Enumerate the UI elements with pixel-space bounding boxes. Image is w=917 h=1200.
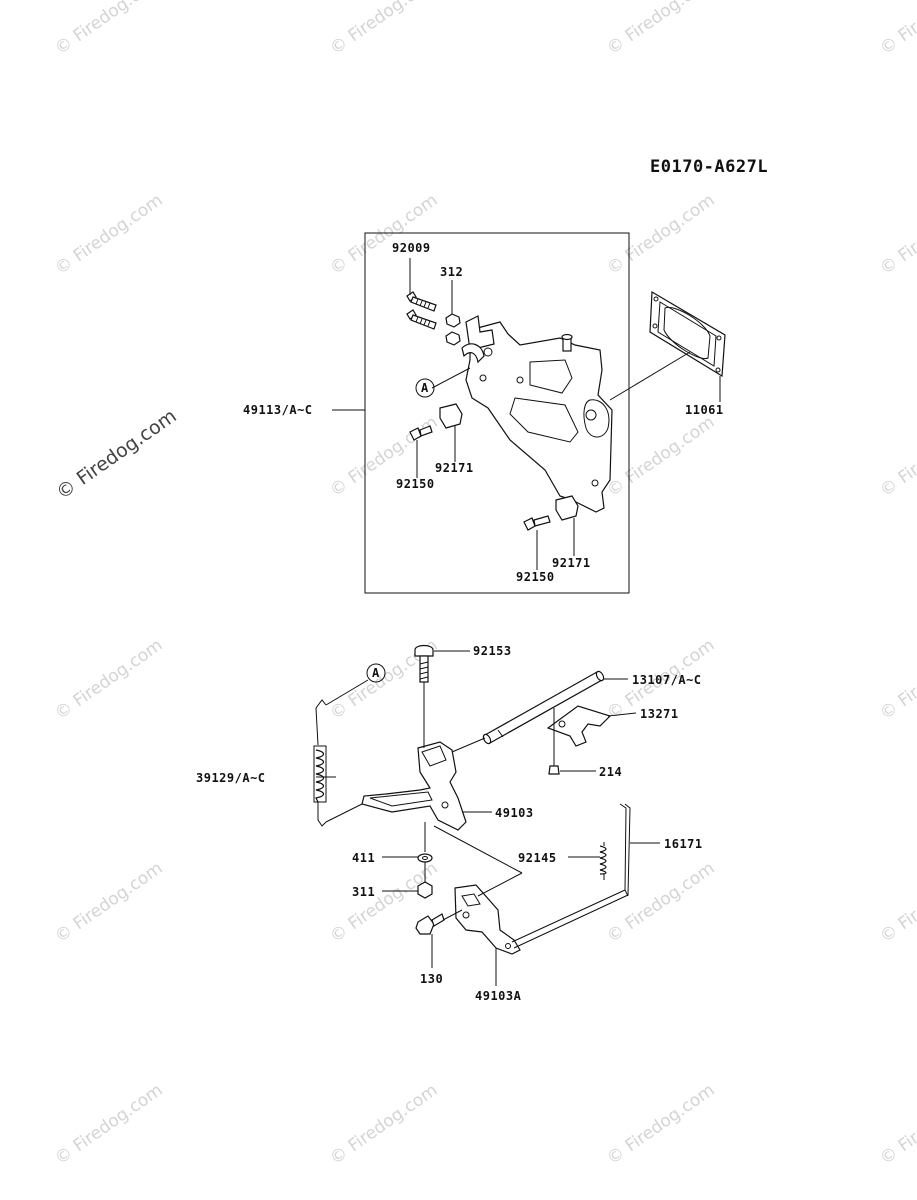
- plate-stud-top: [561, 333, 573, 341]
- watermark: © Firedog.com: [876, 1080, 917, 1169]
- bolt-92150: [523, 515, 551, 531]
- watermark: © Firedog.com: [51, 858, 166, 947]
- plate-hole: [558, 720, 566, 728]
- watermark: © Firedog.com: [876, 635, 917, 724]
- watermark: © Firedog.com: [603, 1080, 718, 1169]
- watermark: © Firedog.com: [603, 190, 718, 279]
- part-label-11061: 11061: [685, 403, 724, 417]
- lever-49103: [361, 741, 467, 831]
- spring-92145: [599, 842, 607, 880]
- plate-hole: [483, 347, 493, 357]
- part-label-92171: 92171: [552, 556, 591, 570]
- leader-line: [477, 872, 523, 897]
- washer-411-hole: [422, 856, 428, 860]
- bolt-130: [415, 913, 445, 935]
- lower-assembly: A 92153 13107/A~C 13271 214 39129/A~C 49…: [196, 644, 703, 1003]
- watermark: © Firedog.com: [51, 1080, 166, 1169]
- part-label-130: 130: [420, 972, 443, 986]
- washer-411: [417, 853, 433, 863]
- rod-16171-end: [624, 889, 629, 897]
- leader-line: [442, 909, 463, 921]
- watermark: © Firedog.com: [876, 412, 917, 501]
- leader-line: [431, 367, 471, 389]
- nut-311: [417, 881, 433, 899]
- part-label-311: 311: [352, 885, 375, 899]
- part-label-214: 214: [599, 765, 622, 779]
- shaft-13107: [482, 670, 605, 745]
- spring-39129: [313, 699, 327, 827]
- part-label-49103: 49103: [495, 806, 534, 820]
- screw-214: [548, 752, 560, 775]
- plate-flange: [583, 399, 610, 438]
- leader-line: [607, 712, 637, 717]
- nut-312: [445, 331, 461, 346]
- lever-hole: [505, 943, 511, 949]
- watermark: © Firedog.com: [326, 0, 441, 59]
- part-label-49103A: 49103A: [475, 989, 522, 1003]
- watermark: © Firedog.com: [603, 858, 718, 947]
- watermark: © Firedog.com: [876, 858, 917, 947]
- part-label-312: 312: [440, 265, 463, 279]
- plate-window-upper: [529, 359, 573, 394]
- clip-92171: [555, 495, 579, 521]
- part-label-92009: 92009: [392, 241, 431, 255]
- reference-a-callout: [366, 663, 386, 683]
- reference-a-label: A: [421, 381, 429, 395]
- part-label-49113: 49113/A~C: [243, 403, 313, 417]
- part-label-13271: 13271: [640, 707, 679, 721]
- leader-line: [451, 737, 486, 753]
- leader-line: [609, 351, 691, 401]
- plate-hole: [585, 409, 597, 421]
- diagram-code: E0170-A627L: [650, 157, 768, 177]
- watermark: © Firedog.com: [51, 635, 166, 724]
- nut-312: [445, 313, 461, 328]
- part-label-13107: 13107/A~C: [632, 673, 702, 687]
- leader-line: [325, 679, 369, 706]
- part-label-92150: 92150: [396, 477, 435, 491]
- part-label-92145: 92145: [518, 851, 557, 865]
- gasket-11061: [649, 290, 726, 378]
- reference-a-callout: [415, 378, 435, 398]
- watermark: © Firedog.com: [876, 190, 917, 279]
- part-label-411: 411: [352, 851, 375, 865]
- reference-a-label: A: [372, 666, 380, 680]
- upper-assembly: A 92009 312 49113/A~C 11061 92171 92150 …: [243, 232, 726, 594]
- leader-line: [325, 803, 363, 823]
- plate-arc-tab: [461, 343, 485, 364]
- part-label-16171: 16171: [664, 837, 703, 851]
- bolt-92150: [409, 425, 433, 441]
- watermark: © Firedog.com: [603, 0, 718, 59]
- plate-hole: [591, 479, 599, 487]
- leader-line: [433, 825, 523, 874]
- watermark: © Firedog.com: [51, 0, 166, 59]
- part-label-39129: 39129/A~C: [196, 771, 266, 785]
- watermark: © Firedog.com: [326, 190, 441, 279]
- part-label-92171: 92171: [435, 461, 474, 475]
- control-panel-plate: [465, 321, 613, 513]
- bolt-92009: [406, 291, 437, 312]
- watermark: © Firedog.com: [876, 0, 917, 59]
- plate-13271: [546, 705, 612, 747]
- watermark: © Firedog.com: [326, 1080, 441, 1169]
- bolt-92009: [406, 309, 437, 330]
- lever-hole: [462, 911, 470, 919]
- assembly-frame: [364, 232, 630, 594]
- watermark-dark: © Firedog.com: [52, 405, 180, 504]
- clip-92171: [439, 403, 463, 429]
- part-label-92153: 92153: [473, 644, 512, 658]
- plate-window-lower: [509, 397, 579, 443]
- watermark: © Firedog.com: [603, 412, 718, 501]
- plate-hole: [479, 374, 487, 382]
- lever-49103A: [454, 884, 521, 955]
- bolt-92153: [414, 644, 434, 683]
- rod-16171: [511, 803, 631, 949]
- watermark: © Firedog.com: [51, 190, 166, 279]
- part-label-92150: 92150: [516, 570, 555, 584]
- plate-hole: [516, 376, 524, 384]
